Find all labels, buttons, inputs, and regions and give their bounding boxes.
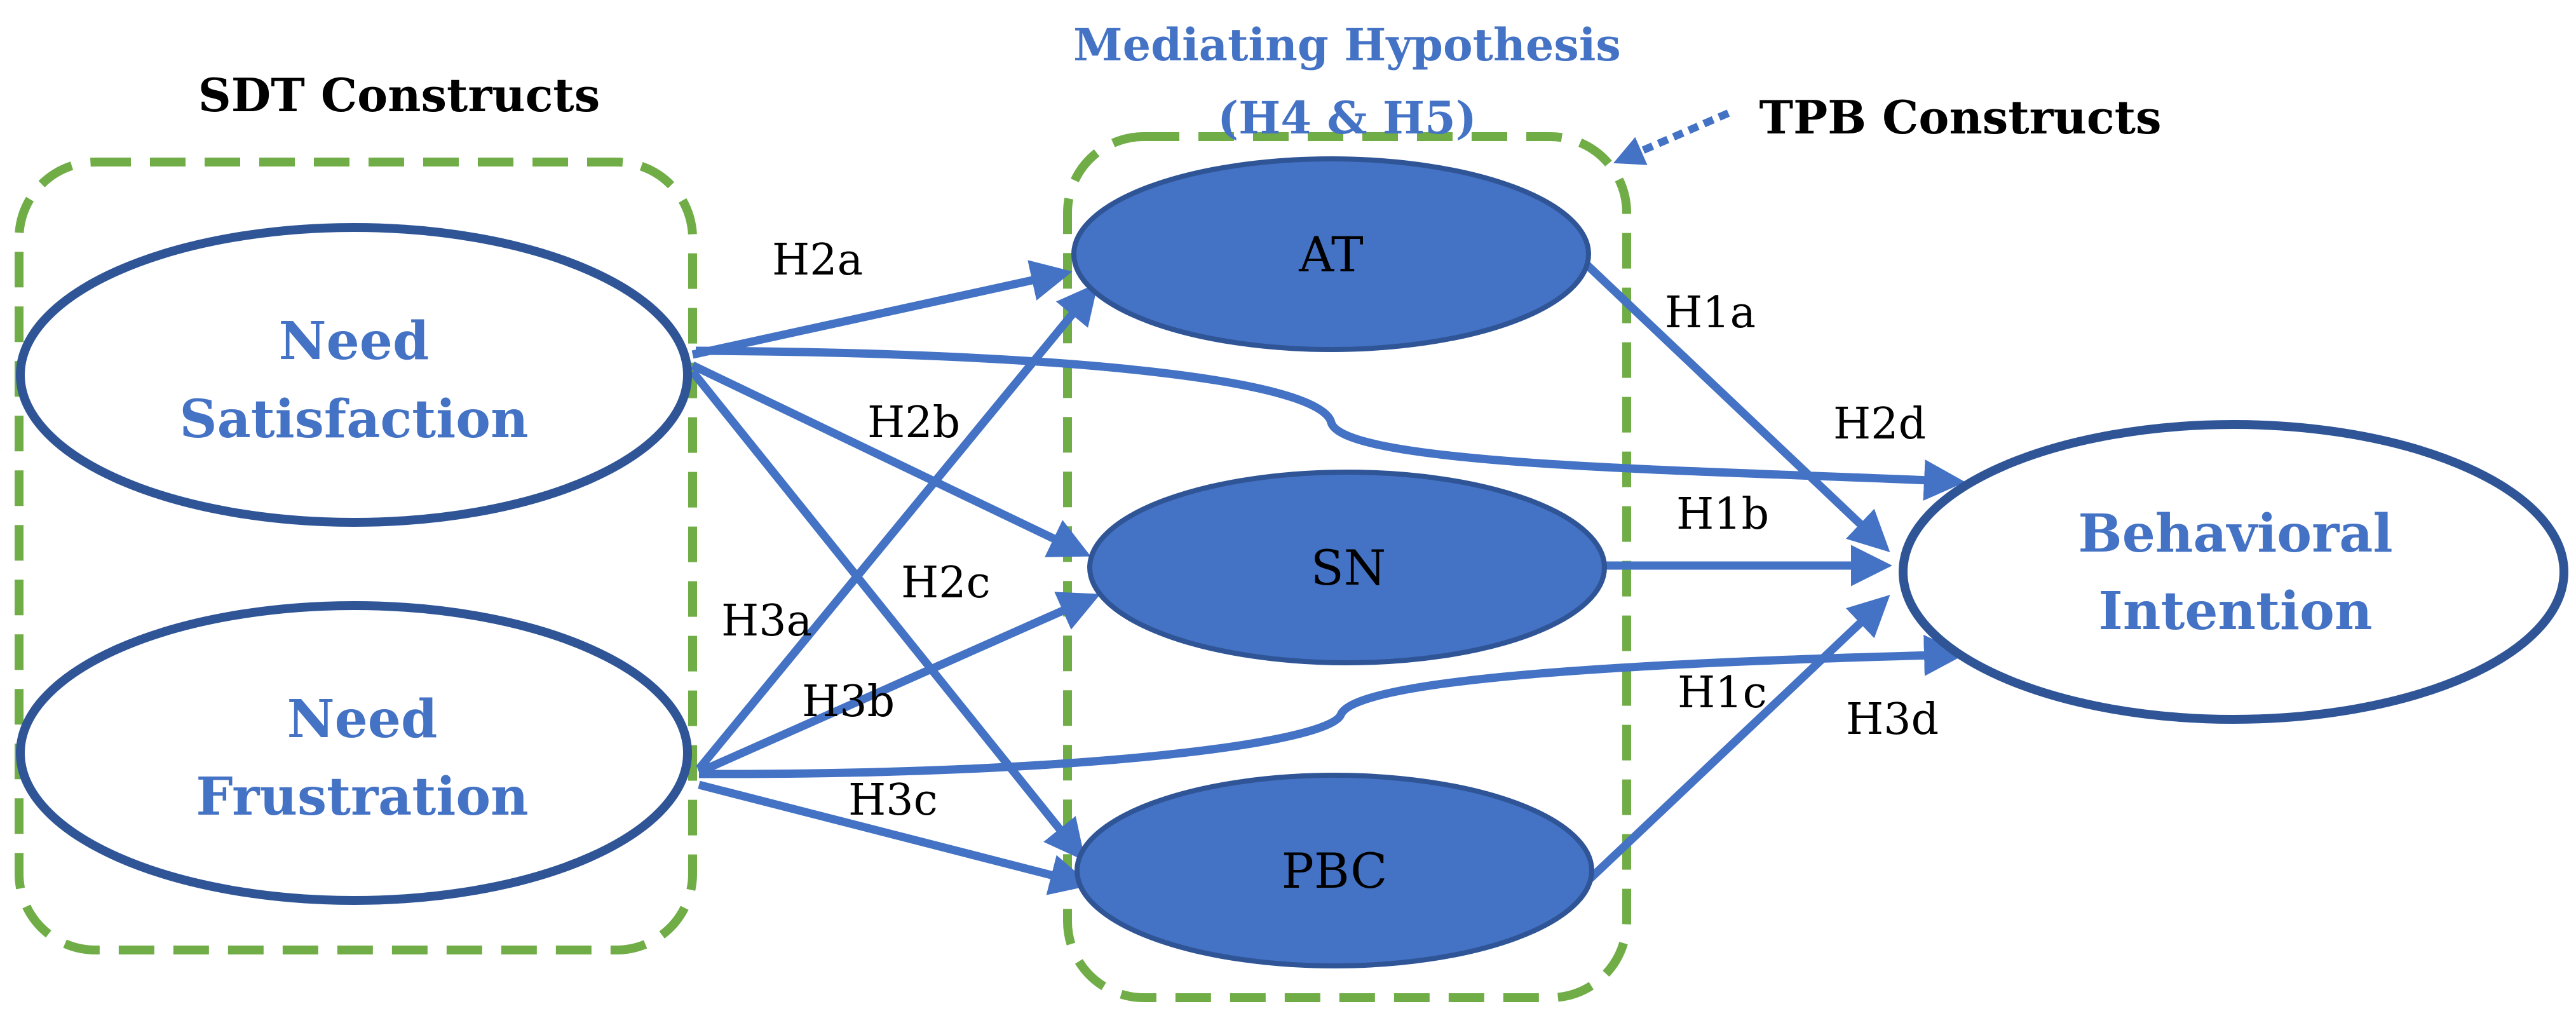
mediating-hypothesis-subtitle: (H4 & H5): [1217, 92, 1477, 144]
sdt-constructs-box: [15, 158, 697, 954]
tpb-constructs-title: TPB Constructs: [1759, 90, 2161, 144]
need-satisfaction-node: [16, 223, 692, 527]
at-label: AT: [1298, 226, 1363, 283]
pbc-node: [1074, 773, 1594, 968]
arrow-h3d: [698, 634, 1965, 778]
arrow-h2c: [689, 369, 1086, 862]
at-node: [1071, 156, 1591, 352]
hypothesis-h2c: H2c: [901, 558, 991, 608]
hypothesis-h2b: H2b: [867, 398, 960, 448]
behavioral-intention-label-line1: Behavioral: [2078, 503, 2392, 564]
need-satisfaction-label-line1: Need: [279, 311, 430, 372]
hypothesis-h3b: H3b: [802, 677, 895, 727]
behavioral-intention-label-line2: Intention: [2099, 581, 2373, 642]
hypothesis-h1c: H1c: [1678, 668, 1767, 718]
hypothesis-h3c: H3c: [848, 775, 938, 825]
arrow-h1c: [1585, 595, 1890, 883]
arrow-h1a: [1576, 254, 1890, 552]
hypothesis-h3a: H3a: [721, 596, 812, 646]
arrow-h3a: [695, 282, 1099, 772]
arrow-h2b: [691, 362, 1091, 557]
sdt-constructs-title: SDT Constructs: [198, 68, 600, 122]
need-satisfaction-label-line2: Satisfaction: [179, 389, 528, 450]
mediating-hypothesis-title: Mediating Hypothesis: [1073, 18, 1621, 71]
hypothesis-h1a: H1a: [1665, 288, 1756, 338]
sn-node: [1087, 470, 1607, 665]
pbc-label: PBC: [1282, 843, 1388, 899]
need-frustration-label-line2: Frustration: [196, 766, 528, 827]
hypothesis-h2d: H2d: [1833, 399, 1926, 449]
arrow-h2a: [691, 260, 1073, 359]
hypothesis-h2a: H2a: [772, 235, 863, 285]
hypothesis-h1b: H1b: [1676, 489, 1769, 540]
sn-label: SN: [1311, 540, 1386, 596]
arrow-h3b: [697, 592, 1101, 776]
hypothesis-h3d: H3d: [1846, 695, 1939, 745]
need-frustration-node: [16, 601, 692, 905]
behavioral-intention-node: [1899, 420, 2568, 724]
arrow-h3c: [698, 780, 1092, 895]
need-frustration-label-line1: Need: [287, 689, 438, 750]
tpb-pointer-arrow: [1613, 109, 1730, 165]
arrow-h2d: [695, 346, 1965, 501]
